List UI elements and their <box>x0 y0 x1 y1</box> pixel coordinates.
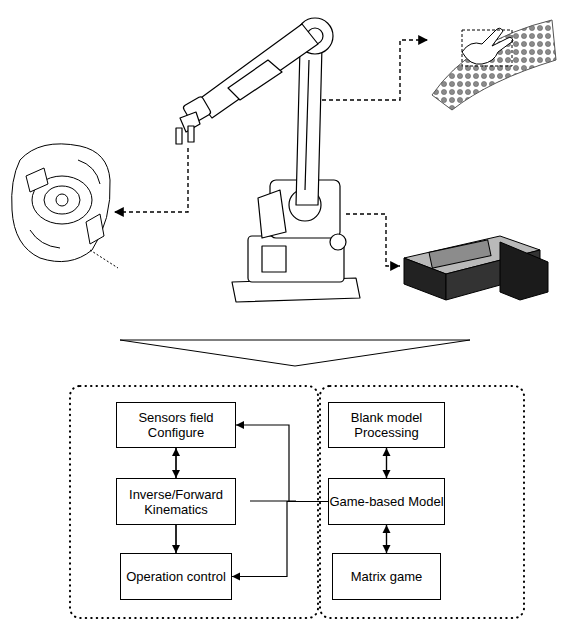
funnel-arrow <box>120 340 470 366</box>
robot-arm <box>176 18 360 302</box>
box-label: Blank model Processing <box>329 410 444 440</box>
box-label: Sensors field Configure <box>117 410 235 440</box>
box-label: Operation control <box>126 569 226 584</box>
connector-arrow <box>236 425 328 502</box>
box-label: Game-based Model <box>329 494 443 509</box>
group-region <box>70 386 318 618</box>
gripper-sketch <box>12 144 118 268</box>
box-label: Inverse/Forward Kinematics <box>117 487 235 517</box>
process-box: Inverse/Forward Kinematics <box>116 478 236 525</box>
process-box: Sensors field Configure <box>116 402 236 448</box>
ecu-unit <box>404 236 548 300</box>
box-label: Matrix game <box>351 569 423 584</box>
group-region <box>320 386 524 618</box>
connector-arrow <box>232 502 328 577</box>
process-box: Game-based Model <box>328 478 445 525</box>
leader-line <box>114 40 428 266</box>
process-box: Matrix game <box>332 553 441 600</box>
tactile-skin <box>432 20 556 110</box>
process-box: Operation control <box>120 553 232 600</box>
process-box: Blank model Processing <box>328 402 445 448</box>
